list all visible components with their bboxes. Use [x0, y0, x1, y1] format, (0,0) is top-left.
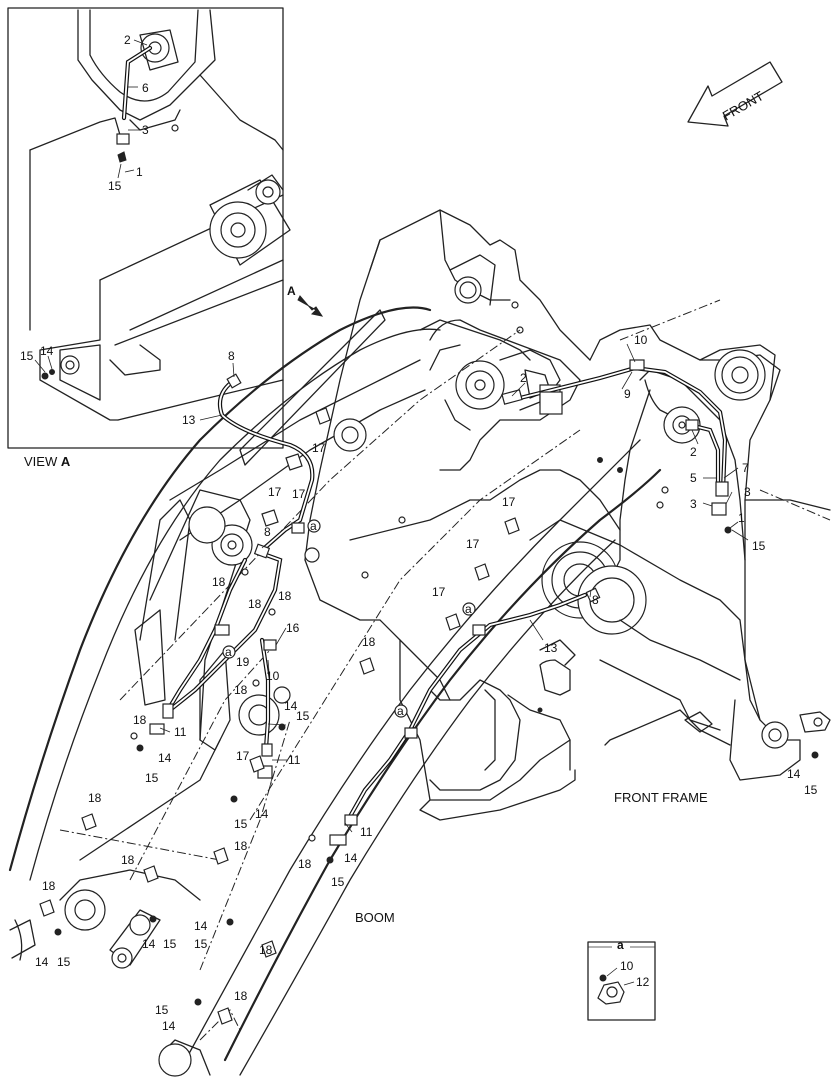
label-15-g: 15 — [155, 1003, 169, 1017]
fasteners — [39, 407, 819, 1025]
label-14-inset: 14 — [40, 344, 54, 358]
front-label: FRONT — [720, 88, 766, 123]
label-18-b: 18 — [248, 597, 262, 611]
leader-lines — [159, 343, 749, 833]
view-a-caption: VIEW A — [24, 454, 71, 469]
label-15-e: 15 — [163, 937, 177, 951]
label-8-b: 8 — [264, 525, 271, 539]
label-18-a: 18 — [212, 575, 226, 589]
label-17-g: 17 — [502, 495, 516, 509]
clip-marker-a-4: a — [397, 704, 404, 718]
front-direction-arrow-icon: FRONT — [687, 61, 783, 127]
label-14-g: 14 — [162, 1019, 176, 1033]
front-frame — [304, 209, 831, 821]
label-15-inset-b: 15 — [20, 349, 34, 363]
label-15-inset: 15 — [108, 179, 122, 193]
hose-fittings — [149, 359, 729, 846]
label-14-d: 14 — [35, 955, 49, 969]
label-17-f: 17 — [466, 537, 480, 551]
label-17-a: 17 — [312, 441, 326, 455]
label-3-inset: 3 — [142, 123, 149, 137]
label-16: 16 — [286, 621, 300, 635]
label-13-b: 13 — [544, 641, 558, 655]
detail-a-box: a 10 12 — [587, 938, 656, 1021]
label-17-d: 17 — [236, 749, 250, 763]
label-3-b: 3 — [690, 497, 697, 511]
clip-marker-a-2: a — [225, 645, 232, 659]
clip-marker-a-1: a — [310, 519, 317, 533]
label-14-b: 14 — [158, 751, 172, 765]
label-15-d: 15 — [57, 955, 71, 969]
label-1-inset: 1 — [136, 165, 143, 179]
label-18-d: 18 — [234, 683, 248, 697]
label-14-e: 14 — [142, 937, 156, 951]
label-8-c: 8 — [592, 593, 599, 607]
label-15-j: 15 — [804, 783, 818, 797]
view-arrow-letter: A — [287, 284, 296, 298]
label-15-f: 15 — [194, 937, 208, 951]
label-18-l: 18 — [298, 857, 312, 871]
detail-letter: a — [617, 938, 624, 952]
label-17-e: 17 — [432, 585, 446, 599]
label-17-b: 17 — [292, 487, 306, 501]
grease-hoses — [162, 365, 728, 823]
label-2-inset: 2 — [124, 33, 131, 47]
view-a-frame — [7, 7, 284, 449]
label-14-c: 14 — [255, 807, 269, 821]
boom-label: BOOM — [355, 910, 395, 925]
label-2-a: 2 — [520, 371, 527, 385]
label-7: 7 — [742, 461, 749, 475]
label-18-j: 18 — [259, 943, 273, 957]
label-18-g: 18 — [121, 853, 135, 867]
label-11-b: 11 — [288, 753, 301, 767]
label-18-f: 18 — [88, 791, 102, 805]
label-13-a: 13 — [182, 413, 196, 427]
label-3-a: 3 — [744, 485, 751, 499]
view-a-inset: 2 6 3 1 15 15 14 — [7, 7, 291, 449]
label-18-k: 18 — [234, 989, 248, 1003]
frame-fastener-details — [361, 301, 669, 713]
label-18-h: 18 — [234, 839, 248, 853]
label-8-a: 8 — [228, 349, 235, 363]
view-direction-arrow-icon — [297, 295, 324, 317]
label-15-i: 15 — [752, 539, 766, 553]
label-9: 9 — [624, 387, 631, 401]
label-14-a: 14 — [284, 699, 298, 713]
label-2-b: 2 — [690, 445, 697, 459]
label-14-i: 14 — [787, 767, 801, 781]
label-15-b: 15 — [145, 771, 159, 785]
part-labels: 8 13 17 17 17 8 18 18 18 16 19 10 18 14 … — [35, 333, 818, 1033]
label-11-c: 11 — [360, 825, 373, 839]
label-10-a: 10 — [266, 669, 280, 683]
detail-label-10: 10 — [620, 959, 634, 973]
label-18-i: 18 — [42, 879, 56, 893]
label-10-b: 10 — [634, 333, 648, 347]
label-19: 19 — [236, 655, 250, 669]
detail-label-12: 12 — [636, 975, 650, 989]
label-6: 6 — [142, 81, 149, 95]
clip-markers: a a a a — [222, 519, 476, 718]
label-14-f: 14 — [194, 919, 208, 933]
label-18-c: 18 — [278, 589, 292, 603]
label-15-c: 15 — [234, 817, 248, 831]
label-18-e: 18 — [133, 713, 147, 727]
label-1: 1 — [738, 511, 745, 525]
front-frame-label: FRONT FRAME — [614, 790, 708, 805]
label-14-h: 14 — [344, 851, 358, 865]
label-18-m: 18 — [362, 635, 376, 649]
clip-marker-a-3: a — [465, 602, 472, 616]
label-11-a: 11 — [174, 725, 187, 739]
label-5: 5 — [690, 471, 697, 485]
label-17-c: 17 — [268, 485, 282, 499]
label-15-a: 15 — [296, 709, 310, 723]
label-15-h: 15 — [331, 875, 345, 889]
